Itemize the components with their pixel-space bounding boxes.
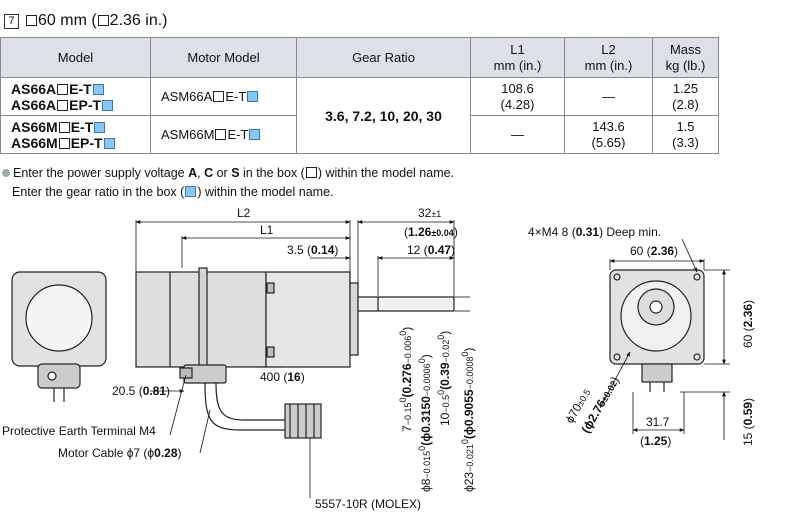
dim-v8: ϕ8−0.0150(ϕ0.3150−0.00060) — [417, 354, 433, 492]
l2-cell: — — [564, 77, 653, 116]
molex-label: 5557-10R (MOLEX) — [315, 497, 421, 511]
dim-l2: L2 — [237, 206, 251, 220]
end-view-right — [609, 269, 705, 392]
dim-3-5: 3.5 (0.14) — [287, 243, 338, 257]
section-header: 7 60 mm (2.36 in.) — [4, 10, 167, 32]
l1-cell: — — [470, 115, 565, 154]
dim-60-v: 60 (2.36) — [741, 300, 755, 348]
square-icon — [26, 15, 37, 26]
dim-1-26: (1.26±0.04) — [404, 225, 458, 239]
dim-v10: 10−0.50(0.39−0.020) — [436, 331, 452, 426]
mass-cell: 1.5(3.3) — [652, 115, 719, 154]
dim-15: 15 (0.59) — [741, 398, 755, 446]
dim-v7: 7−0.150(0.276−0.0060) — [398, 327, 414, 432]
header-model: Model — [0, 37, 151, 78]
dim-31-7: 31.7 — [646, 415, 670, 429]
dim-32: 32±1 — [418, 206, 441, 220]
section-title: 60 mm (2.36 in.) — [25, 12, 167, 30]
side-dimension-text: L2 L1 32±1 (1.26±0.04) 3.5 (0.14) 12 (0.… — [112, 206, 476, 492]
end-view-left — [11, 271, 107, 402]
earth-terminal-label: Protective Earth Terminal M4 — [2, 424, 156, 438]
right-dimension-text: 4×M4 8 (0.31) Deep min. 60 (2.36) 60 (2.… — [528, 225, 755, 448]
gear-ratio-cell: 3.6, 7.2, 10, 20, 30 — [296, 77, 471, 154]
side-dimension-lines — [135, 220, 470, 393]
note-gear-ratio: Enter the gear ratio in the box () withi… — [12, 185, 334, 199]
l1-cell: 108.6(4.28) — [470, 77, 565, 116]
l2-cell: 143.6(5.65) — [564, 115, 653, 154]
dim-12: 12 (0.47) — [407, 243, 455, 257]
dim-v23: ϕ23−0.0210(ϕ0.9055−0.00080) — [460, 348, 476, 492]
dim-60-h: 60 (2.36) — [630, 244, 678, 258]
motor-side-view — [135, 267, 455, 439]
header-gear-ratio: Gear Ratio — [296, 37, 471, 78]
mass-cell: 1.25(2.8) — [652, 77, 719, 116]
dimension-drawing: L2 L1 32±1 (1.26±0.04) 3.5 (0.14) 12 (0.… — [2, 206, 755, 511]
right-dimension-lines — [599, 238, 730, 440]
note-voltage: Enter the power supply voltage A, C or S… — [2, 166, 454, 180]
square-icon — [97, 15, 109, 26]
dim-1-25: (1.25) — [640, 434, 671, 448]
dim-m4: 4×M4 8 (0.31) Deep min. — [528, 225, 661, 239]
section-number: 7 — [4, 13, 19, 29]
header-motor-model: Motor Model — [150, 37, 297, 78]
dim-l1: L1 — [260, 223, 274, 237]
callout-lines — [169, 374, 311, 498]
motor-cable-label: Motor Cable ϕ7 (ϕ0.28) — [58, 446, 182, 460]
bullet-icon — [2, 169, 10, 177]
dim-400: 400 (16) — [260, 370, 305, 384]
dim-20-5: 20.5 (0.81) — [112, 384, 170, 398]
